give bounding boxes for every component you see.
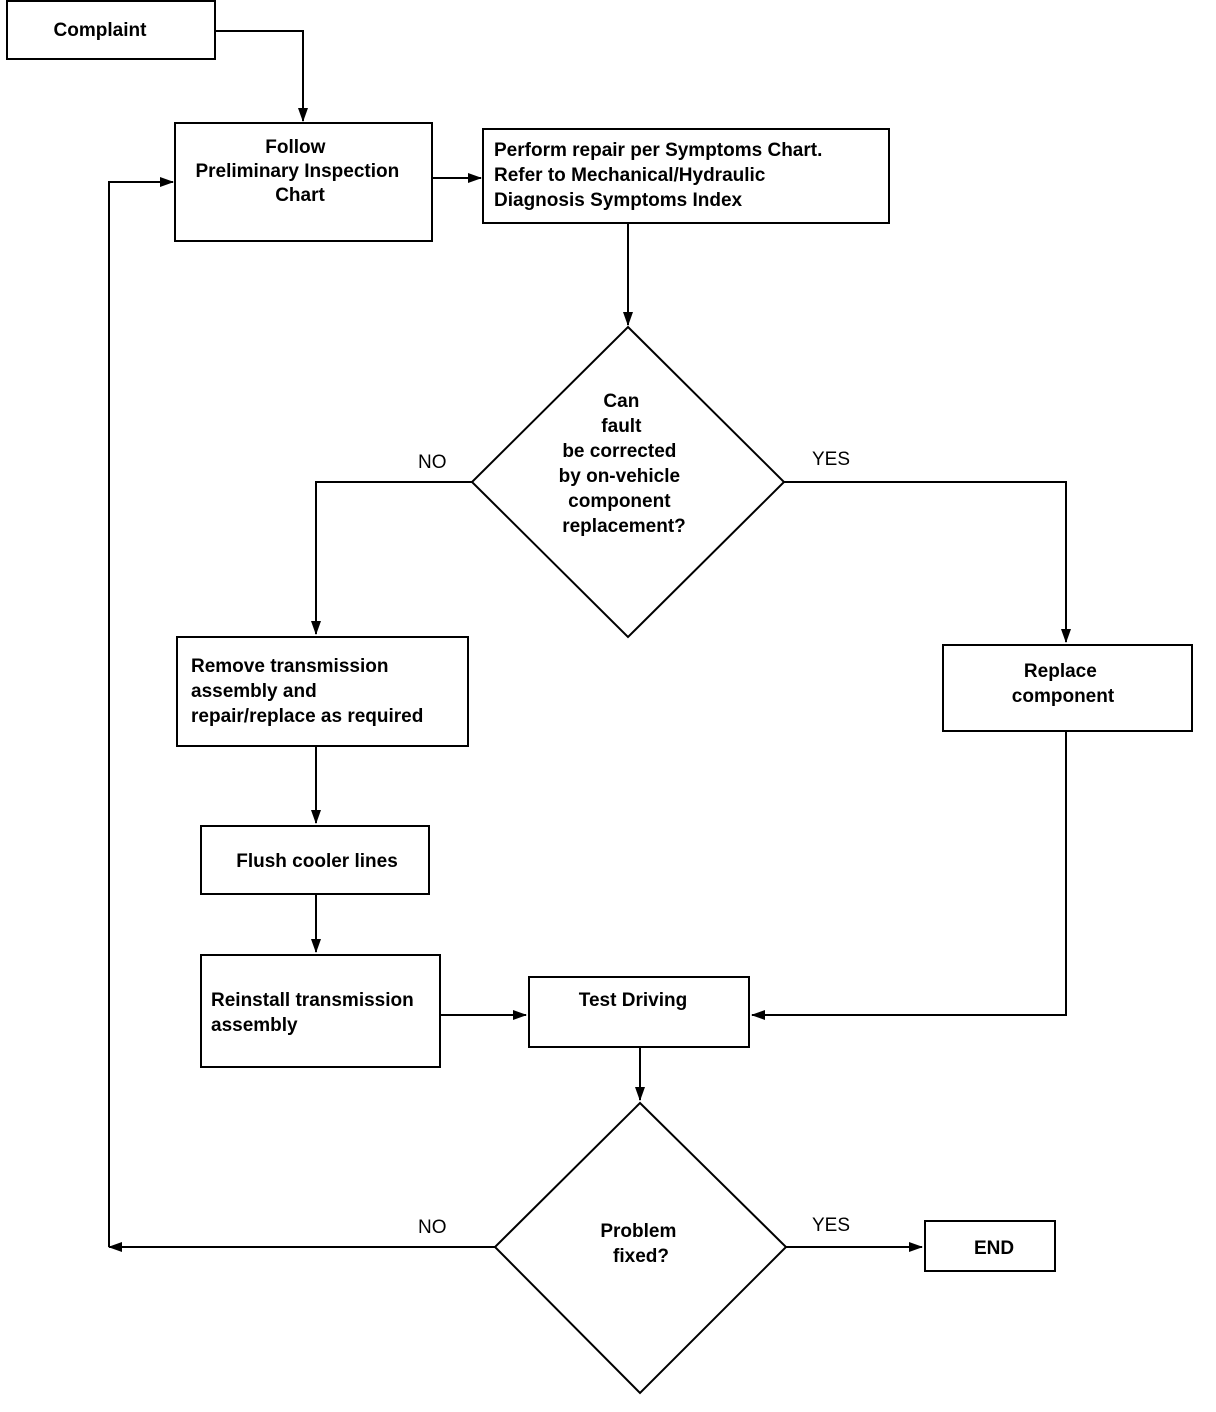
svg-text:Perform repair per Symptoms Ch: Perform repair per Symptoms Chart. Refer… [494, 140, 828, 211]
preliminary-line-2: Preliminary Inspection [195, 161, 399, 182]
test-driving-line-1: Test Driving [579, 990, 687, 1011]
decision-fault-yes-label: YES [812, 449, 850, 470]
end-line-1: END [974, 1238, 1014, 1259]
perform-repair-line-2: Refer to Mechanical/Hydraulic [494, 165, 766, 186]
decision-fixed-yes-label: YES [812, 1215, 850, 1236]
decision-fixed-line-2: fixed? [613, 1246, 669, 1267]
svg-text:Replace component: Replace component [1012, 661, 1115, 707]
flush-cooler-lines-box: Flush cooler lines [200, 825, 430, 895]
decision-fault-line-2: fault [601, 416, 642, 437]
decision-fault-line-6: replacement? [562, 516, 686, 537]
remove-transmission-box: Remove transmission assembly and repair/… [176, 636, 469, 747]
remove-transmission-line-2: assembly and [191, 681, 317, 702]
remove-transmission-line-3: repair/replace as required [191, 706, 423, 727]
svg-text:Remove transmission asse: Remove transmission assembly and repair/… [191, 656, 423, 727]
svg-text:Can fault be corre: Can fault be corrected by on-vehicle com… [559, 391, 686, 537]
perform-repair-box: Perform repair per Symptoms Chart. Refer… [482, 128, 890, 224]
edge-loop-up-to-preliminary [108, 177, 174, 1247]
decision-fault-no-label: NO [418, 452, 447, 473]
preliminary-inspection-box: Follow Preliminary Inspection Chart [174, 122, 433, 242]
preliminary-line-3: Chart [275, 185, 325, 206]
edge-complaint-to-preliminary [215, 30, 308, 122]
preliminary-line-1: Follow [265, 137, 325, 158]
svg-text:Follow Preliminary Inspe: Follow Preliminary Inspection Chart [195, 137, 404, 206]
replace-component-line-1: Replace [1024, 661, 1097, 682]
svg-text:Flush cooler lines: Flush cooler lines [236, 851, 398, 872]
svg-text:END: END [974, 1238, 1014, 1259]
svg-text:Reinstall transmission a: Reinstall transmission assembly [211, 990, 419, 1036]
end-box: END [924, 1220, 1056, 1272]
decision-fault-line-3: be corrected [562, 441, 676, 462]
decision-fault-diamond: Can fault be corrected by on-vehicle com… [470, 325, 786, 639]
svg-text:Problem fixed?: Problem fixed? [600, 1221, 681, 1267]
edge-decision-yes-to-replace [784, 481, 1071, 643]
reinstall-line-2: assembly [211, 1015, 298, 1036]
remove-transmission-line-1: Remove transmission [191, 656, 388, 677]
decision-fixed-diamond: Problem fixed? [493, 1101, 788, 1395]
reinstall-transmission-box: Reinstall transmission assembly [200, 954, 441, 1068]
edge-decision-no-to-remove [311, 481, 472, 635]
replace-component-line-2: component [1012, 686, 1115, 707]
reinstall-line-1: Reinstall transmission [211, 990, 414, 1011]
decision-fixed-line-1: Problem [600, 1221, 676, 1242]
svg-text:Test Driving: Test Driving [579, 990, 687, 1011]
perform-repair-line-1: Perform repair per Symptoms Chart. [494, 140, 822, 161]
decision-fixed-no-label: NO [418, 1217, 447, 1238]
decision-fault-line-1: Can [603, 391, 639, 412]
replace-component-box: Replace component [942, 644, 1193, 732]
test-driving-box: Test Driving [528, 976, 750, 1048]
complaint-box: Complaint [6, 0, 216, 60]
decision-fault-line-4: by on-vehicle [559, 466, 680, 487]
perform-repair-line-3: Diagnosis Symptoms Index [494, 190, 743, 211]
svg-text:Complaint: Complaint [54, 20, 148, 41]
edge-replace-to-test-driving [751, 731, 1067, 1020]
complaint-line: Complaint [54, 20, 148, 41]
decision-fault-line-5: component [568, 491, 671, 512]
flush-line-1: Flush cooler lines [236, 851, 398, 872]
